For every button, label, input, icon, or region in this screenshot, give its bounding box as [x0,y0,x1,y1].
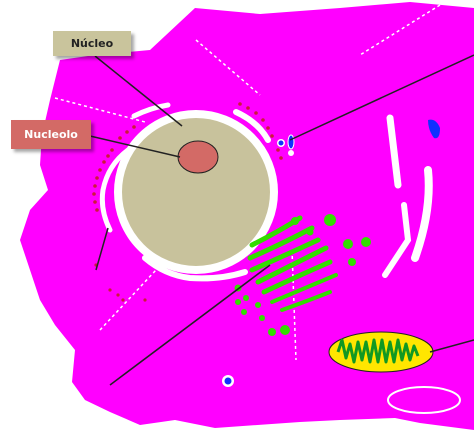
nucleus-label: Núcleo [53,31,131,56]
nucleolus [178,141,218,173]
nucleolus-label: Nucleolo [11,120,91,149]
